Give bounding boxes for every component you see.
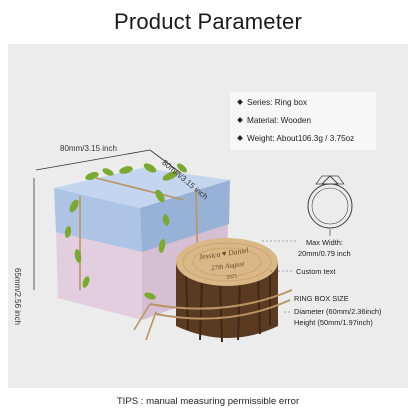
dimension-height: 65mm/2.56 inch (13, 268, 22, 325)
dimension-width: 80mm/3.15 inch (60, 144, 117, 153)
leader-lines (262, 240, 296, 313)
custom-text-label: Custom text (296, 267, 336, 276)
ring-width-value: 20mm/0.79 inch (298, 249, 351, 258)
ring-icon (307, 175, 353, 229)
engraving-year: 2021 (226, 273, 238, 281)
footer: TIPS : manual measuring permissible erro… (0, 388, 416, 416)
spec-box (230, 92, 376, 150)
spec-weight: Weight: About106.3g / 3.75oz (237, 134, 354, 143)
page-title: Product Parameter (113, 9, 303, 34)
ring-box-size-title: RING BOX SIZE (294, 294, 349, 303)
ring-width-title: Max Width: (306, 238, 343, 247)
wooden-ring-box (133, 238, 293, 343)
diamond-bullet-icon (237, 98, 243, 105)
ring-box-height: Height (50mm/1.97inch) (294, 318, 373, 327)
spec-material: Material: Wooden (237, 116, 311, 125)
ring-box-diameter: Diameter (60mm/2.36inch) (294, 307, 382, 316)
diamond-bullet-icon (237, 134, 243, 141)
tips-text: TIPS : manual measuring permissible erro… (116, 396, 300, 407)
spec-series: Series: Ring box (237, 98, 307, 107)
header: Product Parameter (0, 0, 416, 44)
diamond-bullet-icon (237, 116, 243, 123)
